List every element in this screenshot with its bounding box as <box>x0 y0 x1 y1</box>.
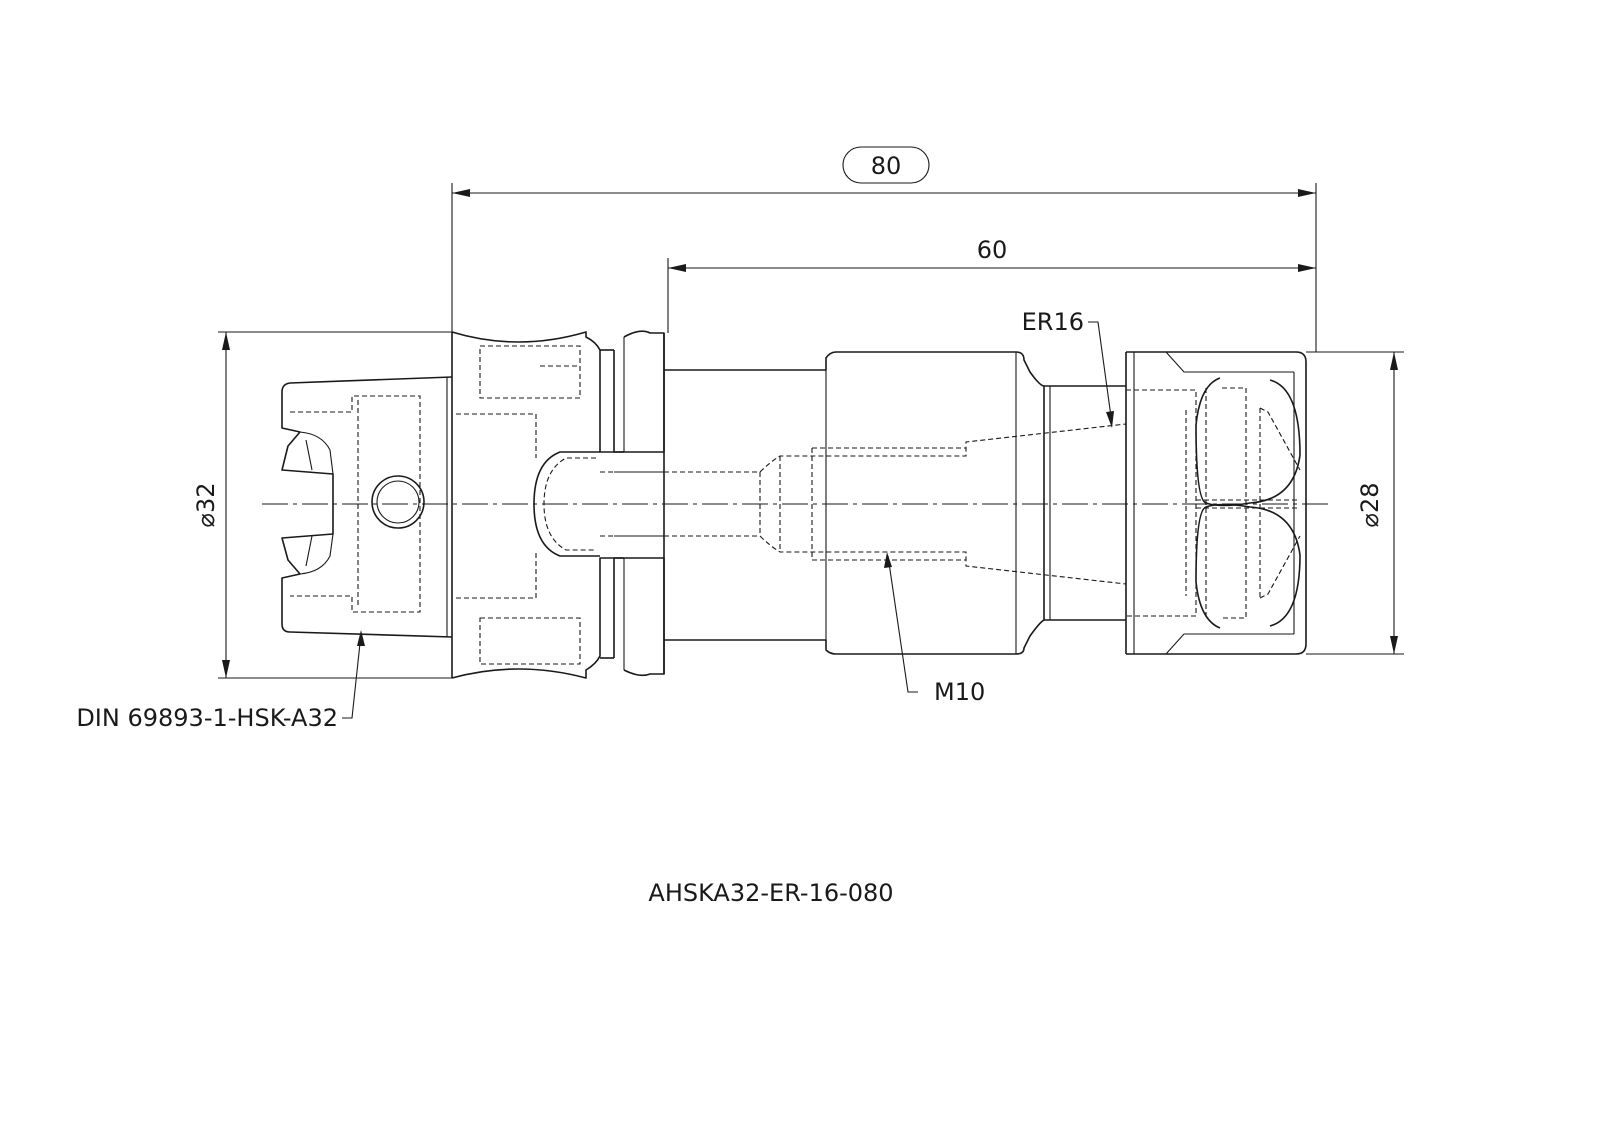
collet-nut <box>1125 351 1307 655</box>
dimension-overall-length: 80 <box>871 152 902 180</box>
collet-seat <box>1044 385 1197 621</box>
dimension-lines <box>218 146 1404 679</box>
callout-collet-type: ER16 <box>1022 308 1084 336</box>
groove-rings <box>600 330 665 677</box>
part-number: AHSKA32-ER-16-080 <box>648 879 893 907</box>
dimension-projection-length: 60 <box>977 236 1008 264</box>
leader-lines <box>342 321 1114 719</box>
callout-shank-standard: DIN 69893-1-HSK-A32 <box>76 704 338 732</box>
dimension-nut-diameter: ⌀28 <box>1356 483 1384 528</box>
callout-thread: M10 <box>934 678 985 706</box>
dimension-flange-diameter: ⌀32 <box>192 483 220 528</box>
cross-hole <box>371 475 425 529</box>
basic-dimension-box <box>842 146 930 184</box>
flange <box>446 331 624 679</box>
neck-body <box>600 333 1127 674</box>
hsk-shank <box>281 376 453 638</box>
